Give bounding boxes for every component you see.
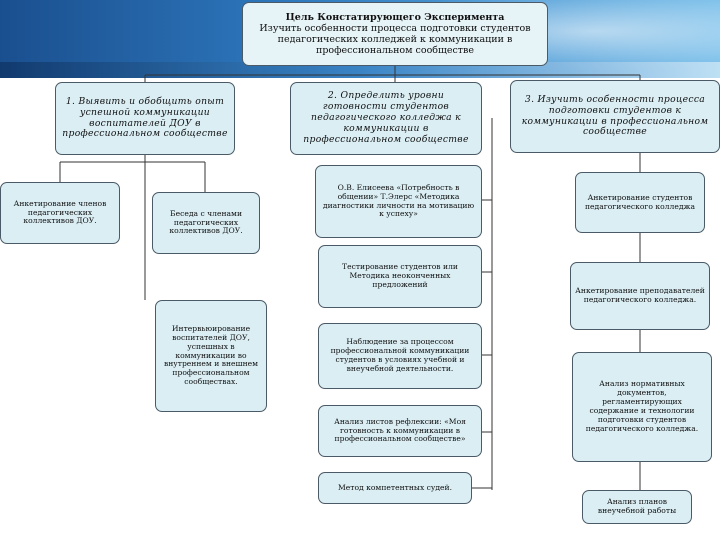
t1-method-1: Анкетирование членов педагогических колл… bbox=[0, 182, 120, 244]
task-1-box: 1. Выявить и обобщить опыт успешной комм… bbox=[55, 82, 235, 155]
t3-method-2: Анкетирование преподавателей педагогичес… bbox=[570, 262, 710, 330]
t2-method-3: Наблюдение за процессом профессиональной… bbox=[318, 323, 482, 389]
t1-method-2: Беседа с членами педагогических коллекти… bbox=[152, 192, 260, 254]
t1-method-3: Интервьюирование воспитателей ДОУ, успеш… bbox=[155, 300, 267, 412]
goal-text: Изучить особенности процесса подготовки … bbox=[259, 22, 531, 57]
t2-method-5: Метод компетентных судей. bbox=[318, 472, 472, 504]
banner-stripe bbox=[0, 62, 720, 78]
t2-method-4: Анализ листов рефлексии: «Моя готовность… bbox=[318, 405, 482, 457]
goal-title: Цель Констатирующего Эксперимента bbox=[285, 11, 505, 23]
goal-box: Цель Констатирующего Эксперимента Изучит… bbox=[242, 2, 548, 66]
task-2-box: 2. Определить уровни готовности студенто… bbox=[290, 82, 482, 155]
t2-method-1: О.В. Елисеева «Потребность в общении» Т.… bbox=[315, 165, 482, 238]
task-3-box: 3. Изучить особенности процесса подготов… bbox=[510, 80, 720, 153]
t3-method-4: Анализ планов внеучебной работы bbox=[582, 490, 692, 524]
t3-method-1: Анкетирование студентов педагогического … bbox=[575, 172, 705, 233]
t3-method-3: Анализ нормативных документов, регламент… bbox=[572, 352, 712, 462]
t2-method-2: Тестирование студентов или Методика неок… bbox=[318, 245, 482, 308]
